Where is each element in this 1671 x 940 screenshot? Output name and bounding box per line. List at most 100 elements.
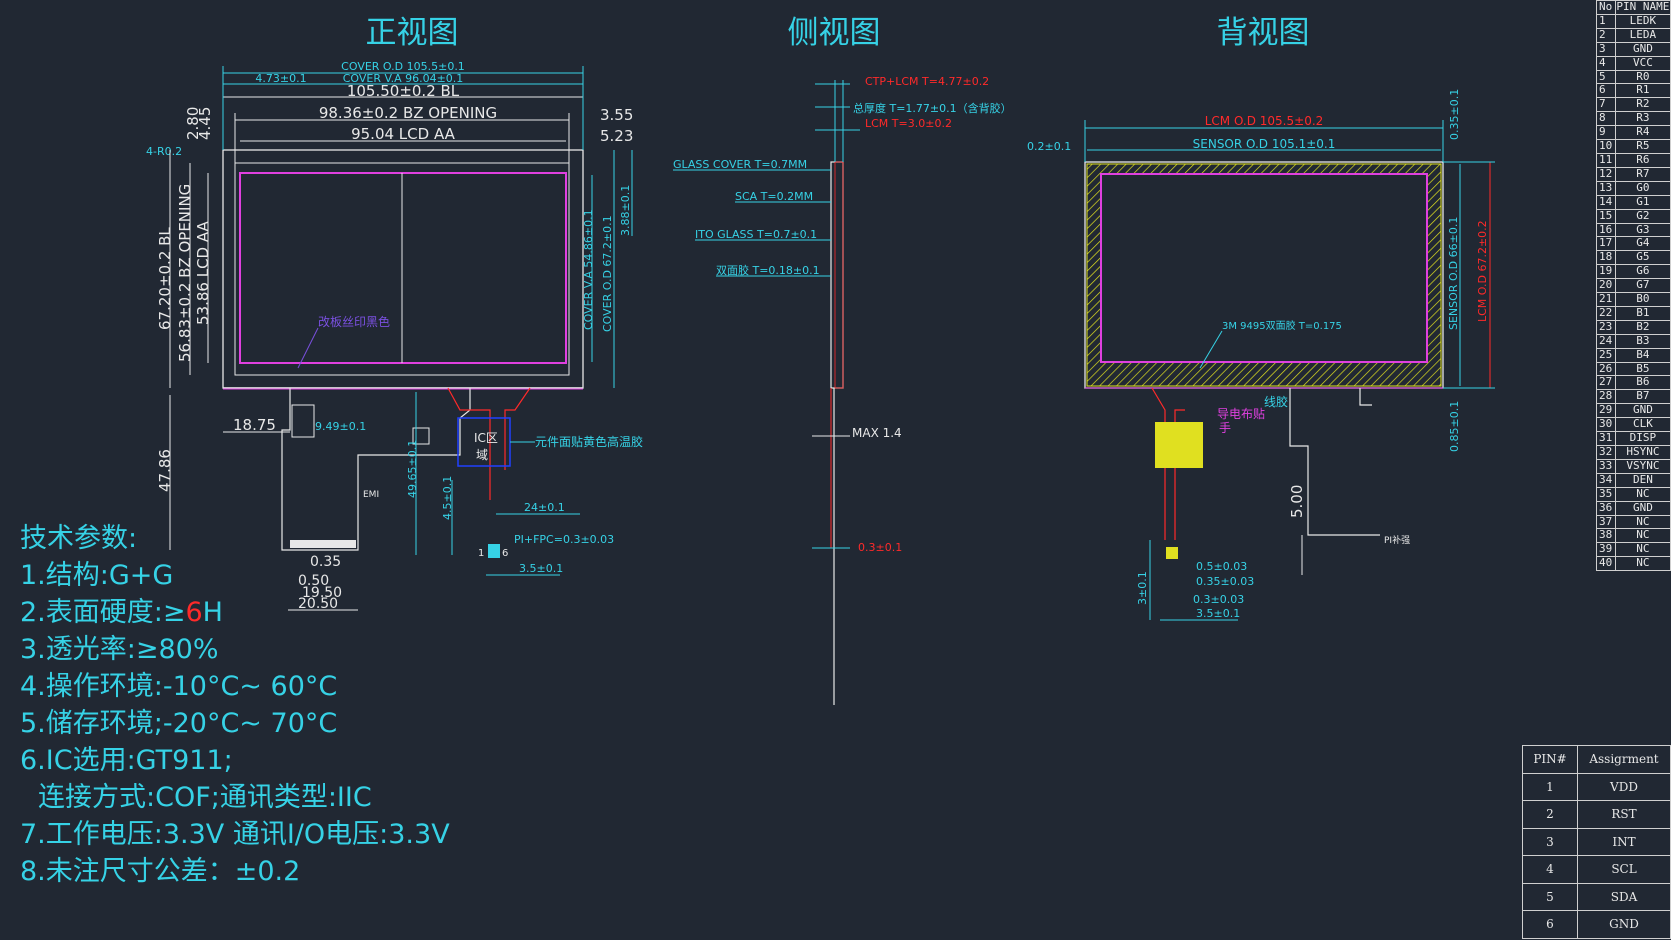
back-d-03: 0.3±0.03 (1193, 593, 1244, 606)
fpc-tail (281, 388, 471, 551)
pin-name: R3 (1614, 111, 1671, 127)
side-ito: ITO GLASS T=0.7±0.1 (695, 228, 817, 241)
pin-name: CLK (1614, 417, 1671, 433)
pin-number: 27 (1596, 375, 1616, 391)
param-highlight: 6 (185, 597, 203, 628)
dim-cover-od: COVER O.D 105.5±0.1 (341, 60, 465, 73)
side-view: CTP+LCM T=4.77±0.2 总厚度 T=1.77±0.1（含背胶） L… (673, 75, 1012, 705)
pin-number: 16 (1596, 222, 1616, 238)
pin-number: 5 (1522, 882, 1578, 911)
pin-name: NC (1614, 528, 1671, 544)
pin-name: R6 (1614, 152, 1671, 168)
pin-name: VSYNC (1614, 458, 1671, 474)
pin-number: 33 (1596, 458, 1616, 474)
pin-number: 3 (1596, 41, 1616, 57)
back-outline (1084, 161, 1444, 389)
pin-number: 7 (1596, 97, 1616, 113)
params-title: 技术参数: (20, 523, 138, 554)
dim-left-offset: 4.73±0.1 (255, 72, 306, 85)
pin-name: G0 (1614, 180, 1671, 196)
back-d-035: 0.35±0.03 (1196, 575, 1254, 588)
back-lcm-od-v: LCM O.D 67.2±0.2 (1476, 220, 1489, 322)
front-bz-outline (234, 162, 570, 376)
pin-number: 2 (1596, 27, 1616, 43)
param-text: 2.表面硬度:≥ (20, 597, 186, 628)
back-tape-3m: 3M 9495双面胶 T=0.175 (1222, 319, 1342, 332)
dim-h-45: 4.5±0.1 (441, 476, 454, 520)
pin-number: 19 (1596, 264, 1616, 280)
pin-number: 37 (1596, 514, 1616, 530)
pin-number: 32 (1596, 445, 1616, 460)
dim-w-24: 24±0.1 (524, 501, 565, 514)
back-d-35: 3.5±0.1 (1196, 607, 1240, 620)
pin-name: LEDA (1614, 27, 1671, 43)
dim-bz-opening: 98.36±0.2 BZ OPENING (319, 104, 497, 122)
table-header-row: No PIN NAME (1596, 0, 1671, 15)
tech-params: 技术参数: 1.结构:G+G 2.表面硬度:≥6H 3.透光率:≥80% 4.操… (20, 520, 450, 890)
pin-name: NC (1614, 556, 1671, 572)
dim-cover-od-v: COVER O.D 67.2±0.1 (601, 215, 614, 332)
side-lcm-body (830, 161, 844, 389)
dim-left-bz: 56.83±0.2 BZ OPENING (176, 184, 194, 362)
back-h-500: 5.00 (1288, 485, 1306, 518)
dim-cover-va: COVER V.A 96.04±0.1 (343, 72, 464, 85)
back-sensor-od-v: SENSOR O.D 66±0.1 (1447, 217, 1460, 330)
pin-number: 15 (1596, 208, 1616, 224)
pin-number: 1 (1522, 772, 1578, 801)
param-line: 8.未注尺寸公差：±0.2 (20, 856, 301, 887)
leader-line (297, 327, 319, 369)
pin-number: 26 (1596, 361, 1616, 377)
side-tape: 双面胶 T=0.18±0.1 (716, 263, 820, 277)
front-cover-outline (222, 149, 584, 389)
pin-name: GND (1614, 403, 1671, 419)
side-view-title: 侧视图 (788, 15, 881, 51)
pin-number: 23 (1596, 319, 1616, 335)
pin-name: B0 (1614, 292, 1671, 307)
pin-assignment: SDA (1577, 882, 1671, 911)
pin-name: G1 (1614, 194, 1671, 210)
pin-number: 30 (1596, 417, 1616, 433)
pin-number: 29 (1596, 403, 1616, 419)
pin-number: 6 (1596, 83, 1616, 99)
pin-name: NC (1614, 542, 1671, 558)
dim-bl-width: 105.50±0.2 BL (347, 82, 460, 100)
header-assignment: Assigrment (1577, 745, 1671, 774)
pin-number: 17 (1596, 236, 1616, 252)
dim-tail-2050: 20.50 (298, 596, 338, 612)
side-max: MAX 1.4 (852, 426, 902, 440)
back-r-085: 0.85±0.1 (1448, 401, 1461, 452)
dim-lcd-aa: 95.04 LCD AA (351, 125, 456, 143)
back-lcm-od: LCM O.D 105.5±0.2 (1205, 114, 1324, 128)
side-lcm: LCM T=3.0±0.2 (865, 117, 952, 130)
dim-h-4965: 49.65±0.1 (406, 440, 419, 498)
pin-name: R0 (1614, 69, 1671, 85)
pin-number: 5 (1596, 69, 1616, 85)
fpc-connector-2 (412, 427, 430, 445)
dim-left-lcd: 53.86 LCD AA (194, 220, 212, 325)
pin-number: 2 (1522, 800, 1578, 829)
pin-number: 10 (1596, 139, 1616, 154)
pin-number: 35 (1596, 486, 1616, 502)
